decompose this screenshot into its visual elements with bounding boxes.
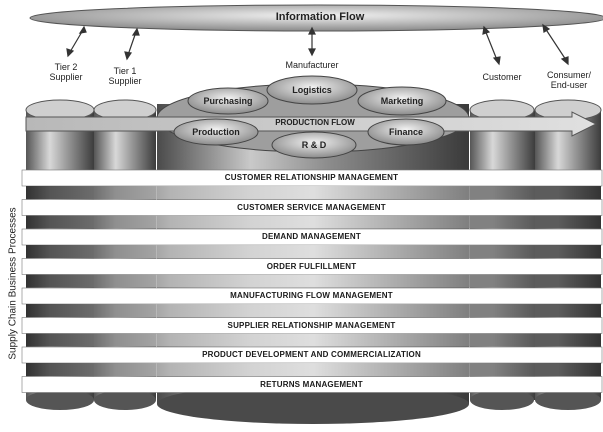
marketing-ellipse (357, 86, 447, 116)
process-band (21, 376, 603, 393)
process-label: SUPPLIER RELATIONSHIP MANAGEMENT (227, 320, 396, 330)
participant-tier2-line1: Tier 2 (54, 62, 78, 72)
participant-customer: Customer (472, 72, 532, 82)
function-marketing: Marketing (380, 96, 424, 106)
finance-ellipse (367, 118, 445, 146)
process-label: MANUFACTURING FLOW MANAGEMENT (230, 291, 393, 300)
process-label: RETURNS MANAGEMENT (260, 379, 363, 389)
function-logistics: Logistics (292, 85, 332, 95)
information-flow-ellipse (29, 4, 603, 32)
side-label: Supply Chain Business Processes (7, 207, 19, 360)
participant-customer-line1: Customer (482, 72, 522, 82)
logistics-ellipse (266, 75, 358, 105)
participant-manufacturer-line1: Manufacturer (285, 60, 339, 70)
participant-tier1-line2: Supplier (108, 76, 142, 86)
information-arrows (66, 23, 569, 66)
participant-consumer-line1: Consumer/ (546, 70, 591, 80)
process-bands (21, 169, 603, 393)
function-production: Production (192, 127, 240, 137)
participant-tier2-line2: Supplier (49, 72, 83, 82)
process-separator (26, 245, 601, 258)
production-flow-arrow (25, 111, 598, 137)
process-separator (26, 186, 601, 199)
participant-tier1-line1: Tier 1 (113, 66, 137, 76)
participant-consumer-line2: End-user (550, 80, 588, 90)
participant-consumer: Consumer/ End-user (537, 70, 601, 90)
process-separator (26, 363, 601, 376)
process-separator (26, 274, 601, 288)
rd-ellipse (271, 131, 357, 159)
process-separator (26, 333, 601, 347)
participant-manufacturer: Manufacturer (262, 60, 362, 70)
process-label: ORDER FULFILLMENT (266, 261, 357, 271)
process-label: CUSTOMER RELATIONSHIP MANAGEMENT (224, 173, 399, 182)
function-purchasing: Purchasing (203, 96, 253, 106)
production-ellipse (173, 118, 259, 146)
participant-tier1: Tier 1 Supplier (95, 66, 155, 86)
function-rd: R & D (301, 140, 327, 150)
purchasing-ellipse (187, 87, 269, 115)
process-separator (26, 304, 601, 317)
process-label: PRODUCT DEVELOPMENT AND COMMERCIALIZATIO… (202, 350, 421, 359)
production-flow-label: PRODUCTION FLOW (275, 118, 355, 127)
information-flow-title: Information Flow (275, 11, 365, 23)
function-ellipses (173, 75, 447, 159)
process-separator (26, 215, 601, 229)
process-label: CUSTOMER SERVICE MANAGEMENT (237, 202, 386, 212)
process-label: DEMAND MANAGEMENT (262, 232, 361, 241)
function-finance: Finance (388, 127, 423, 137)
participant-tier2: Tier 2 Supplier (36, 62, 96, 82)
